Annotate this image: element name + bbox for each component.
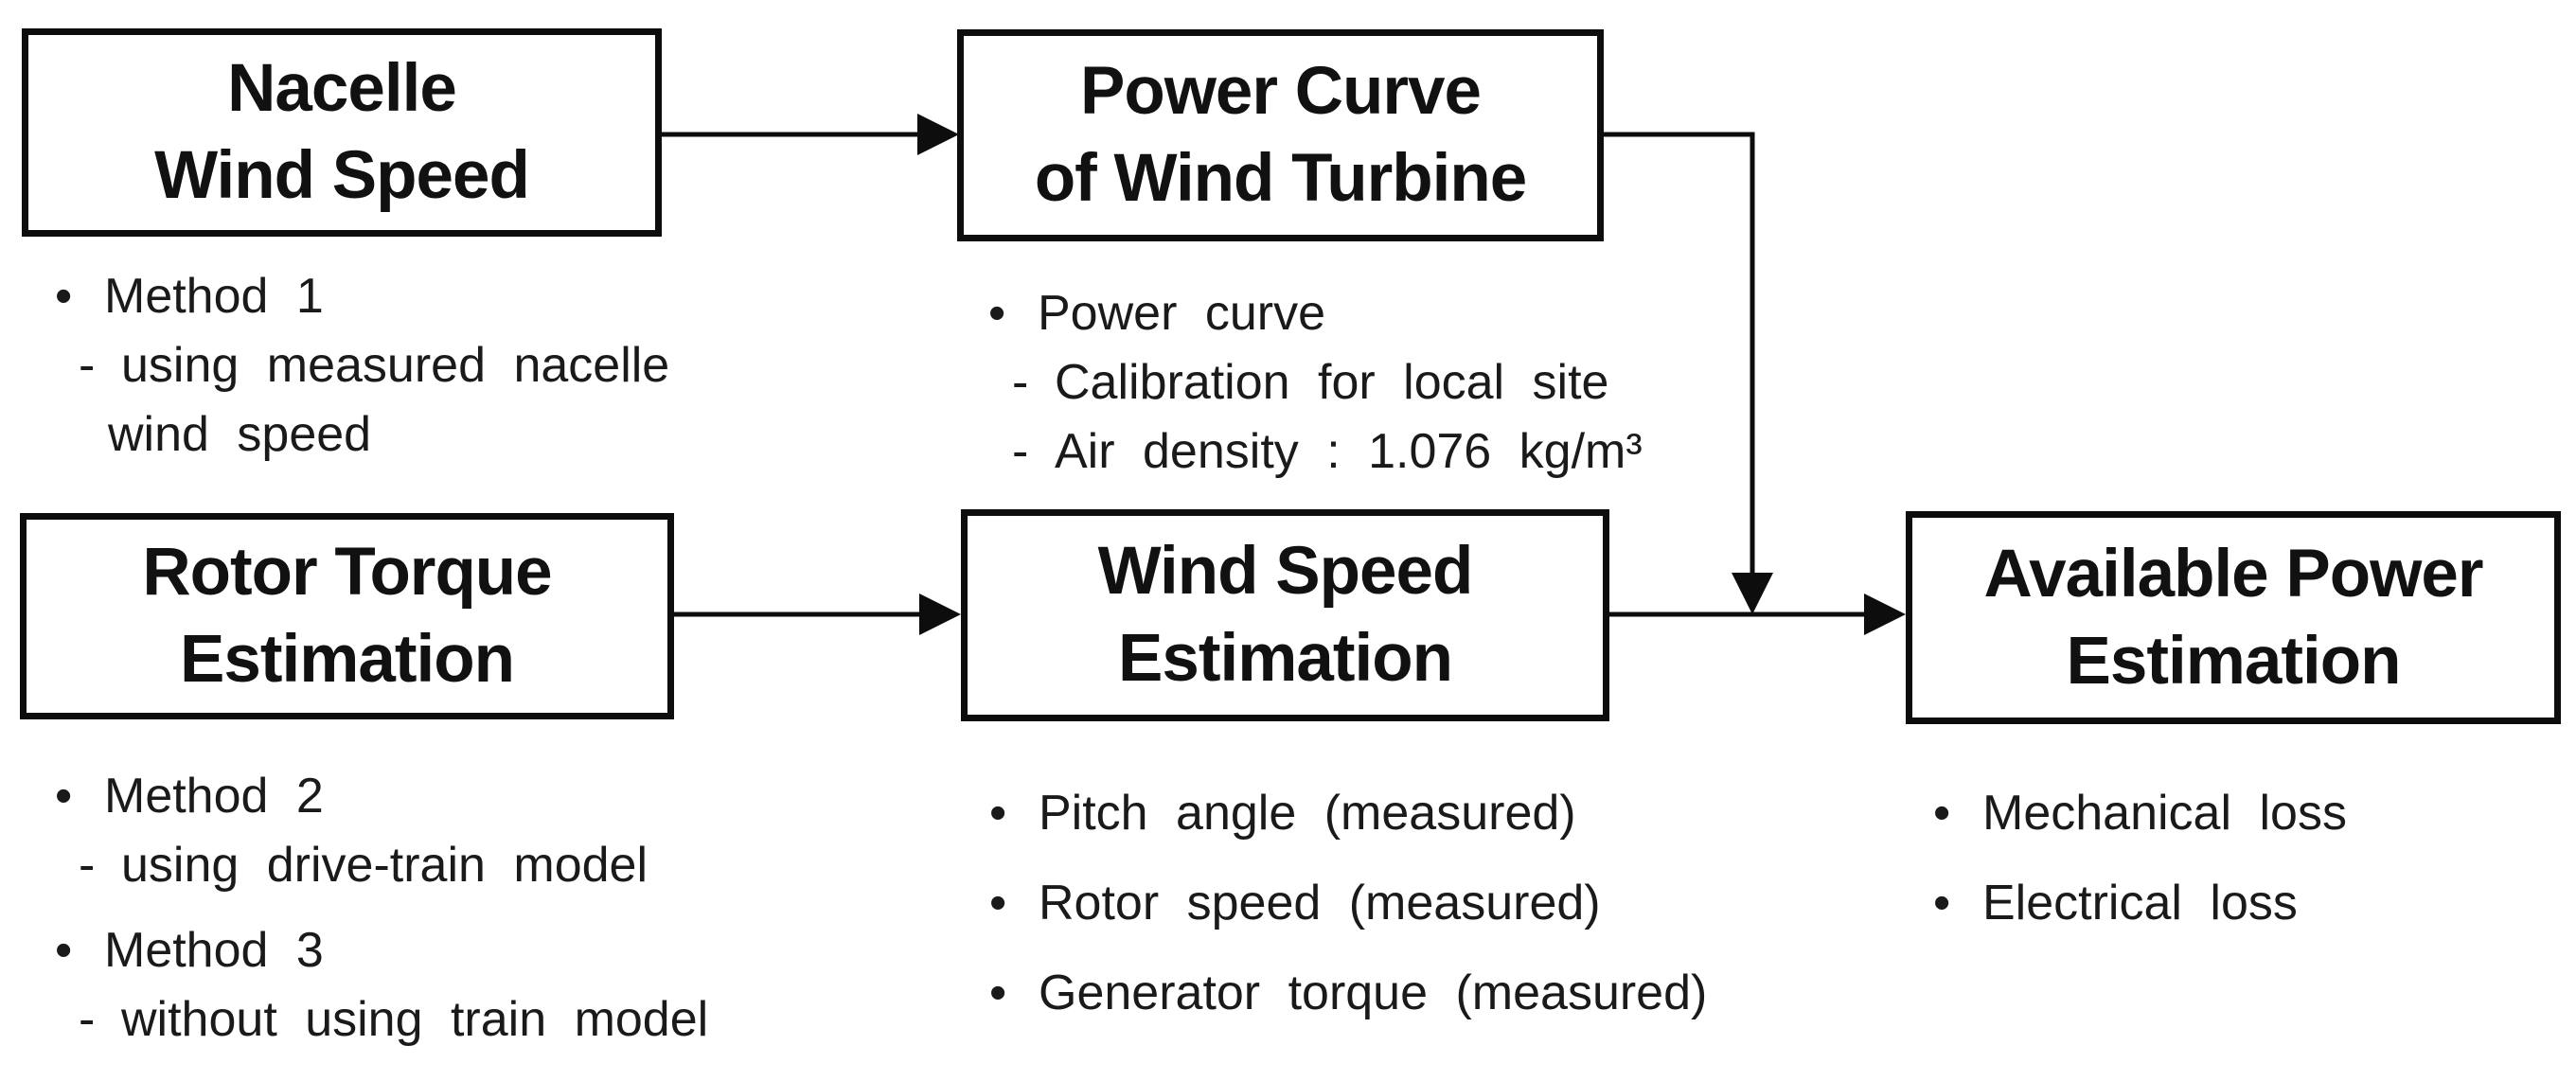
bullet-marker: • <box>989 965 1007 1020</box>
arrow-rotortorque-to-windspeedestimation <box>674 594 961 635</box>
note-line: • Method 1 <box>55 261 669 330</box>
dash-marker: - <box>1012 423 1029 479</box>
box-nacelle-wind-speed: Nacelle Wind Speed <box>22 28 662 237</box>
box-wind-speed-estimation: Wind Speed Estimation <box>961 509 1609 721</box>
arrowhead-down-icon <box>1732 573 1773 614</box>
notes-nacelle-wind-speed: • Method 1 -using measured nacelle wind s… <box>55 261 669 469</box>
box-title-line: Available Power <box>1983 536 2484 611</box>
note-line: • Power curve <box>988 278 1643 347</box>
dash-marker: - <box>79 837 96 893</box>
arrowhead-right-icon <box>917 114 959 155</box>
bullet-marker: • <box>55 768 73 824</box>
note-text: Air density : 1.076 kg/m³ <box>1055 423 1643 479</box>
note-text: Method 3 <box>104 922 324 978</box>
note-line: • Electrical loss <box>1933 858 2347 948</box>
note-line: • Mechanical loss <box>1933 768 2347 858</box>
notes-rotor-torque-estimation: •Method 2 -using drive-train model •Meth… <box>55 761 708 1054</box>
note-line: • Generator torque (measured) <box>989 948 1707 1037</box>
note-text: Generator torque (measured) <box>1039 965 1708 1020</box>
box-available-power-estimation: Available Power Estimation <box>1906 511 2561 724</box>
box-title-line: Nacelle <box>227 51 457 126</box>
note-line: wind speed <box>55 399 669 469</box>
box-title-line: Estimation <box>1118 621 1453 696</box>
note-text: Calibration for local site <box>1055 354 1609 410</box>
note-line: • Rotor speed (measured) <box>989 858 1707 948</box>
note-text: Electrical loss <box>1982 875 2298 930</box>
note-text: wind speed <box>108 406 372 462</box>
arrow-windspeedestimation-to-availablepower <box>1609 594 1906 635</box>
bullet-marker: • <box>988 285 1006 341</box>
note-text: Mechanical loss <box>1982 785 2347 841</box>
bullet-marker: • <box>1933 875 1951 930</box>
box-title-line: Estimation <box>2066 623 2402 699</box>
notes-wind-speed-estimation: • Pitch angle (measured) • Rotor speed (me… <box>989 768 1707 1037</box>
bullet-marker: • <box>989 785 1007 841</box>
note-text: using measured nacelle <box>121 337 670 393</box>
dash-marker: - <box>79 337 96 393</box>
note-text: using drive-train model <box>121 837 648 893</box>
box-title-line: Power Curve <box>1079 54 1482 129</box>
arrowhead-right-icon <box>919 594 961 635</box>
bullet-marker: • <box>989 875 1007 930</box>
bullet-marker: • <box>55 268 73 324</box>
box-title-line: Wind Speed <box>154 138 530 213</box>
box-power-curve-of-wind-turbine: Power Curve of Wind Turbine <box>957 29 1604 241</box>
note-line: -without using train model <box>79 984 708 1054</box>
note-line: • Method 3 <box>55 915 708 984</box>
bullet-marker: • <box>55 922 73 978</box>
note-line: -Air density : 1.076 kg/m³ <box>1012 416 1643 486</box>
dash-marker: - <box>79 991 96 1047</box>
note-text: Method 1 <box>104 268 324 324</box>
arrowhead-right-icon <box>1864 594 1906 635</box>
notes-available-power-estimation: • Mechanical loss • Electrical loss <box>1933 768 2347 948</box>
note-text: Power curve <box>1038 285 1325 341</box>
note-line: • Method 2 <box>55 761 708 830</box>
box-title-line: Rotor Torque <box>142 535 552 610</box>
note-line: -using drive-train model <box>79 830 708 899</box>
box-title-line: of Wind Turbine <box>1034 141 1527 216</box>
note-line: -Calibration for local site <box>1012 347 1643 416</box>
arrow-nacelle-to-powercurve <box>662 114 959 155</box>
note-text: Pitch angle (measured) <box>1039 785 1576 841</box>
box-title-line: Wind Speed <box>1097 534 1474 609</box>
box-title-line: Estimation <box>180 622 515 697</box>
note-text: Rotor speed (measured) <box>1039 875 1601 930</box>
note-line: -using measured nacelle <box>79 330 669 399</box>
note-line: • Pitch angle (measured) <box>989 768 1707 858</box>
bullet-marker: • <box>1933 785 1951 841</box>
note-text: without using train model <box>121 991 709 1047</box>
dash-marker: - <box>1012 354 1029 410</box>
note-text: Method 2 <box>104 768 324 824</box>
box-rotor-torque-estimation: Rotor Torque Estimation <box>20 513 674 719</box>
notes-power-curve: • Power curve -Calibration for local site… <box>988 278 1643 486</box>
